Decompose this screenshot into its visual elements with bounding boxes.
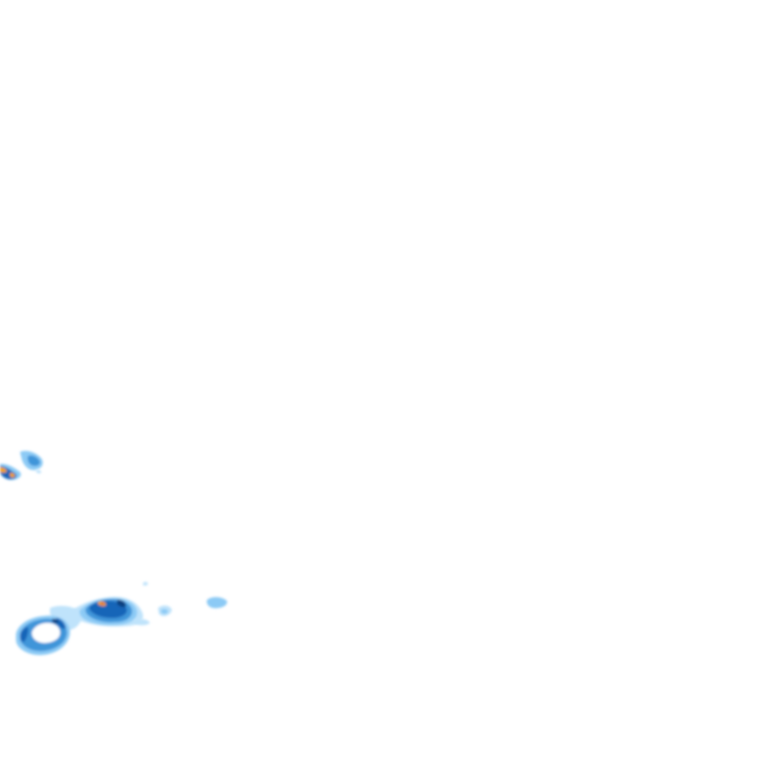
precip-cell-south-central [70,596,144,627]
precip-scattered-light [36,469,228,626]
precip-cell-west-edge [0,450,43,480]
